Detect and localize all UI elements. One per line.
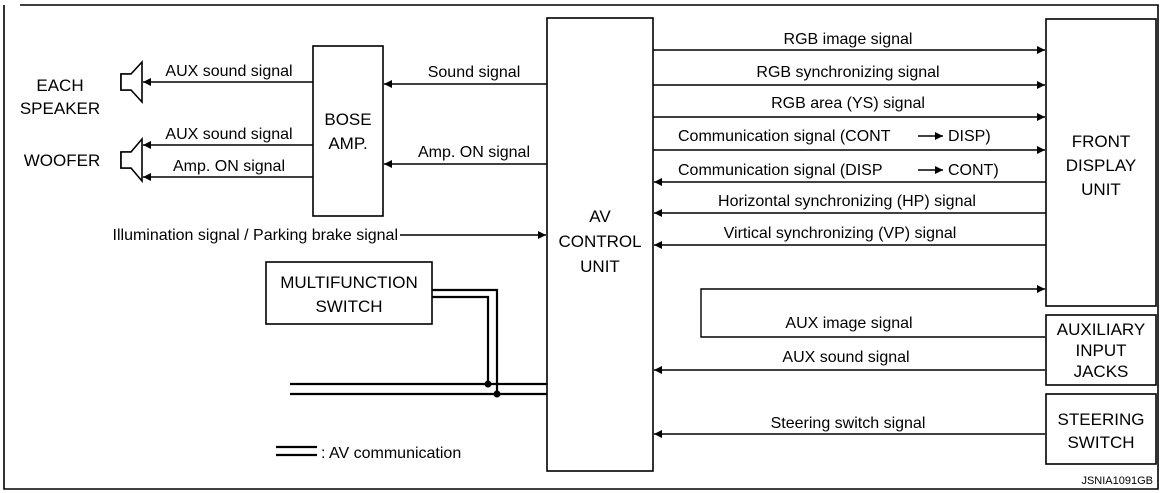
rgb-image-signal-label: RGB image signal — [784, 31, 913, 48]
steering-switch-line-1: STEERING — [1058, 410, 1145, 429]
rgb-sync-signal-label: RGB synchronizing signal — [756, 64, 939, 81]
front-display-unit-line-1: FRONT — [1072, 132, 1131, 151]
bus-junction-dot — [493, 390, 501, 398]
aux-image-signal: AUX image signal — [700, 285, 1045, 338]
amp-on-signal-to-woofer: Amp. ON signal — [143, 158, 313, 181]
steering-switch-block: STEERING SWITCH — [1045, 393, 1157, 465]
illumination-parking-brake-signal: Illumination signal / Parking brake sign… — [113, 227, 546, 244]
auxiliary-input-jacks-line-3: JACKS — [1074, 362, 1129, 381]
each-speaker-label-line-1: EACH — [36, 76, 83, 95]
multifunction-switch-line-2: SWITCH — [315, 297, 382, 316]
aux-image-signal-label: AUX image signal — [785, 315, 912, 332]
av-control-unit-line-1: AV — [589, 207, 611, 226]
auxiliary-input-jacks-block: AUXILIARY INPUT JACKS — [1045, 314, 1157, 386]
steering-switch-signal-label: Steering switch signal — [771, 415, 926, 432]
rgb-image-signal: RGB image signal — [653, 31, 1045, 54]
communication-cont-to-disp-label-b: DISP) — [948, 128, 991, 145]
bus-junction-dot — [484, 380, 492, 388]
woofer-label: WOOFER — [24, 151, 101, 170]
figure-code: JSNIA1091GB — [1081, 475, 1153, 487]
front-display-unit-line-2: DISPLAY — [1066, 156, 1137, 175]
av-control-unit-line-3: UNIT — [580, 257, 620, 276]
horizontal-sync-hp-signal-label: Horizontal synchronizing (HP) signal — [718, 193, 976, 210]
legend-label: : AV communication — [321, 445, 461, 462]
amp-on-signal-av-to-amp: Amp. ON signal — [384, 144, 547, 168]
diagram-frame — [3, 4, 1159, 490]
horizontal-sync-hp-signal: Horizontal synchronizing (HP) signal — [654, 193, 1046, 217]
illumination-parking-brake-signal-label: Illumination signal / Parking brake sign… — [113, 227, 398, 244]
multifunction-switch-block: MULTIFUNCTION SWITCH — [265, 261, 433, 325]
rgb-sync-signal: RGB synchronizing signal — [653, 64, 1045, 89]
av-control-unit-line-2: CONTROL — [558, 232, 641, 251]
av-control-unit-block: AV CONTROL UNIT — [546, 17, 654, 472]
aux-sound-signal-from-jacks: AUX sound signal — [654, 349, 1045, 374]
woofer-speaker-icon — [120, 136, 143, 184]
communication-disp-to-cont-label-a: Communication signal (DISP — [678, 162, 883, 179]
amp-on-signal-to-woofer-label: Amp. ON signal — [173, 158, 285, 175]
sound-signal: Sound signal — [384, 64, 547, 88]
steering-switch-line-2: SWITCH — [1067, 433, 1134, 452]
front-display-unit-block: FRONT DISPLAY UNIT — [1045, 18, 1157, 307]
communication-cont-to-disp-signal: Communication signal (CONT DISP) — [653, 128, 1045, 154]
front-display-unit-line-3: UNIT — [1081, 180, 1121, 199]
vertical-sync-vp-signal-label: Virtical synchronizing (VP) signal — [724, 225, 957, 242]
each-speaker-icon — [120, 59, 143, 105]
rgb-area-signal: RGB area (YS) signal — [653, 95, 1045, 121]
legend: : AV communication — [276, 445, 461, 462]
av-communication-bus — [290, 288, 547, 398]
bose-amp-line-1: BOSE — [324, 110, 371, 129]
communication-disp-to-cont-signal: Communication signal (DISP CONT) — [654, 162, 1046, 186]
steering-switch-signal: Steering switch signal — [654, 415, 1045, 438]
auxiliary-input-jacks-line-1: AUXILIARY — [1057, 320, 1146, 339]
aux-sound-signal-to-woofer: AUX sound signal — [143, 126, 313, 149]
bose-amp-line-2: AMP. — [328, 134, 367, 153]
vertical-sync-vp-signal: Virtical synchronizing (VP) signal — [654, 225, 1046, 249]
each-speaker-label-line-2: SPEAKER — [20, 99, 100, 118]
multifunction-switch-line-1: MULTIFUNCTION — [280, 273, 418, 292]
sound-signal-label: Sound signal — [428, 64, 521, 81]
aux-sound-signal-to-woofer-label: AUX sound signal — [165, 126, 292, 143]
communication-disp-to-cont-label-b: CONT) — [948, 162, 999, 179]
amp-on-signal-av-to-amp-label: Amp. ON signal — [418, 144, 530, 161]
auxiliary-input-jacks-line-2: INPUT — [1076, 341, 1127, 360]
aux-sound-signal-to-speaker: AUX sound signal — [143, 63, 313, 86]
rgb-area-signal-label: RGB area (YS) signal — [771, 95, 925, 112]
aux-sound-signal-to-speaker-label: AUX sound signal — [165, 63, 292, 80]
aux-sound-signal-from-jacks-label: AUX sound signal — [782, 349, 909, 366]
bose-amp-block: BOSE AMP. — [312, 45, 384, 217]
communication-cont-to-disp-label-a: Communication signal (CONT — [678, 128, 891, 145]
